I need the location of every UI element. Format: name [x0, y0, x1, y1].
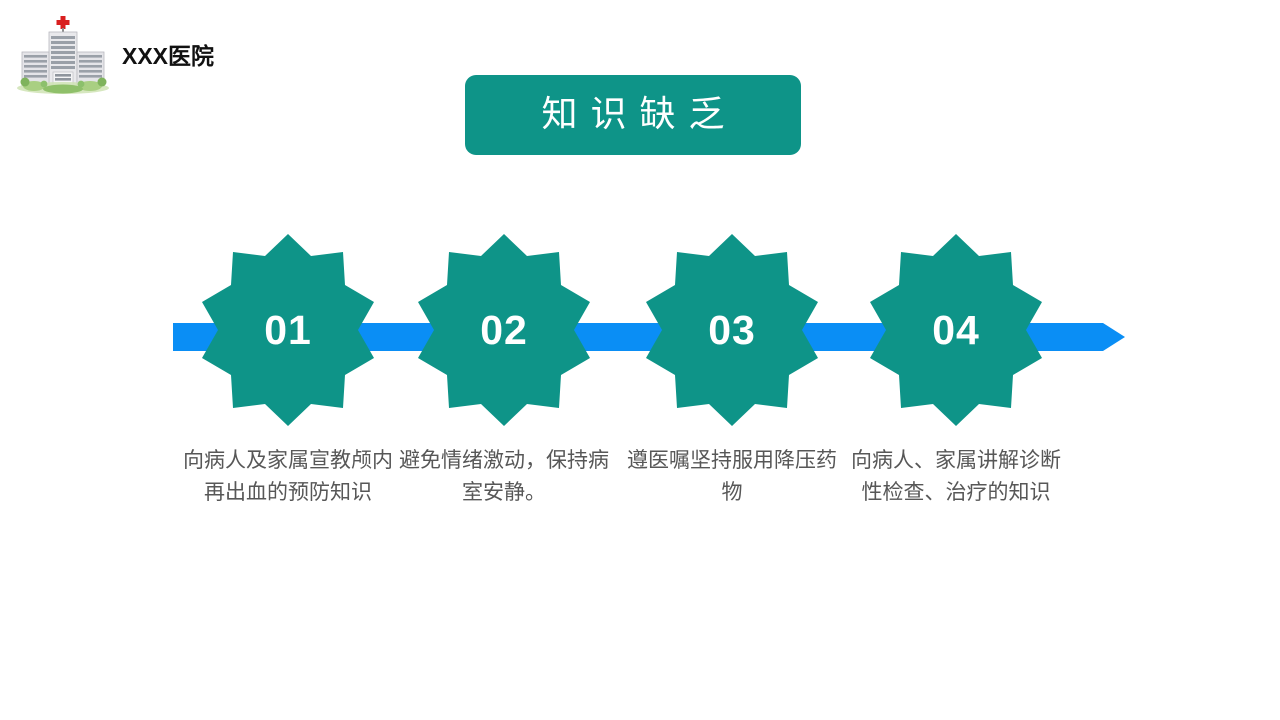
timeline-caption-02: 避免情绪激动，保持病室安静。 [399, 448, 609, 504]
starburst-badge-icon [870, 234, 1042, 426]
timeline-step-03[interactable]: 03 [642, 230, 822, 430]
timeline-caption-04: 向病人、家属讲解诊断性检查、治疗的知识 [851, 448, 1061, 504]
starburst-badge-icon [418, 234, 590, 426]
slide-title-banner: 知识缺乏 [465, 75, 801, 155]
page-title: 知识缺乏 [541, 94, 738, 135]
hospital-building-icon [17, 16, 109, 94]
starburst-badge-icon [202, 234, 374, 426]
timeline-step-01[interactable]: 01 [198, 230, 378, 430]
timeline-step-02[interactable]: 02 [414, 230, 594, 430]
timeline-caption-01: 向病人及家属宣教颅内再出血的预防知识 [183, 448, 393, 504]
timeline-step-number: 02 [480, 306, 528, 353]
brand-name: XXX医院 [122, 43, 215, 69]
timeline-step-number: 01 [264, 306, 312, 353]
timeline-step-04[interactable]: 04 [866, 230, 1046, 430]
timeline-caption-03: 遵医嘱坚持服用降压药物 [627, 448, 837, 504]
timeline-graphic: 01 02 03 04 [0, 230, 1280, 430]
timeline-step-number: 03 [708, 306, 756, 353]
brand-header: XXX医院 [10, 8, 310, 100]
timeline-step-number: 04 [932, 306, 980, 353]
starburst-badge-icon [646, 234, 818, 426]
